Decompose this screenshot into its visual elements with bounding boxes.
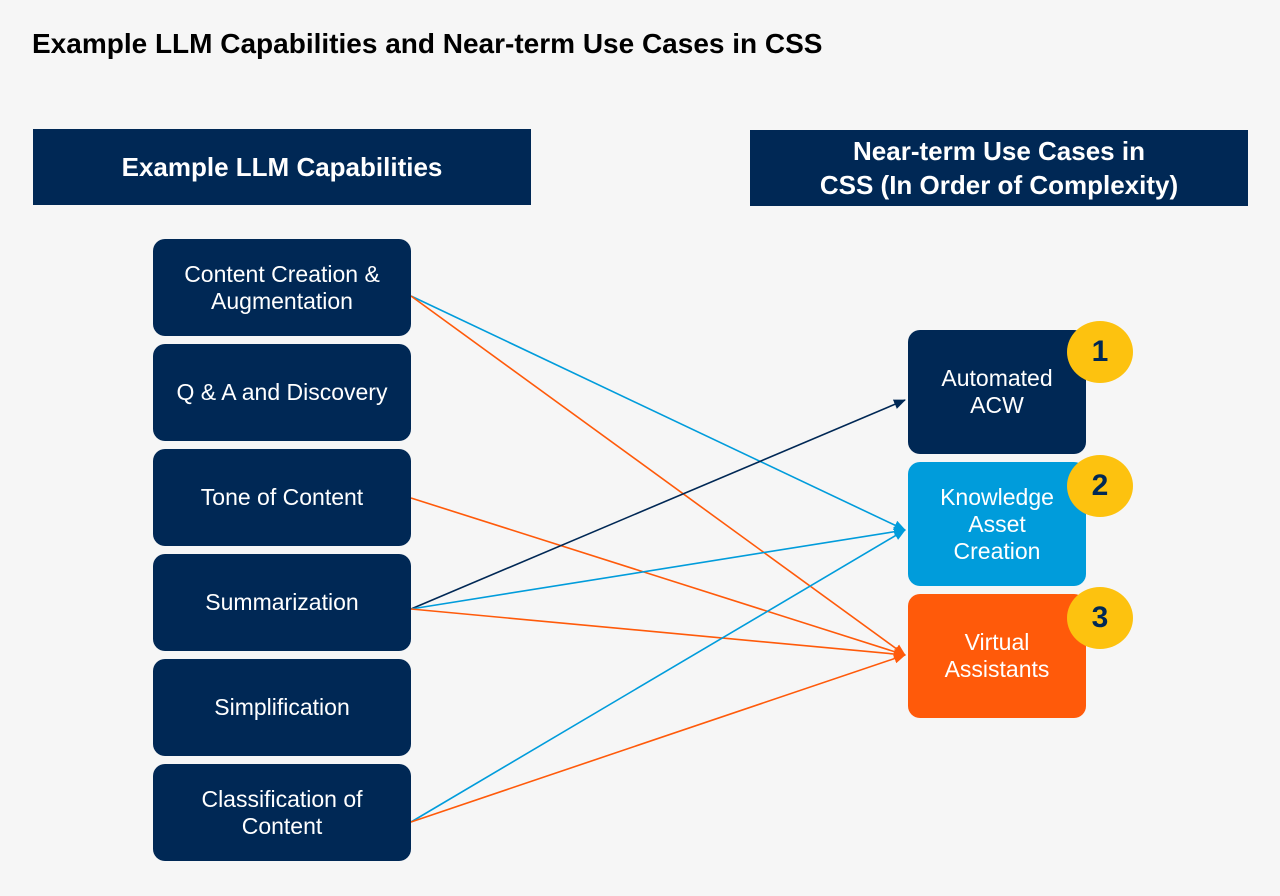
capabilities-header: Example LLM Capabilities bbox=[33, 129, 531, 205]
connector-arrow bbox=[410, 497, 906, 657]
capability-simplification: Simplification bbox=[153, 659, 411, 756]
capability-label-line: Tone of Content bbox=[200, 484, 364, 510]
connector-arrow bbox=[410, 529, 906, 823]
page-title: Example LLM Capabilities and Near-term U… bbox=[32, 28, 823, 59]
capability-summarization: Summarization bbox=[153, 554, 411, 651]
capability-label-line: Classification of bbox=[201, 785, 363, 812]
use-case-label-line: Automated bbox=[941, 365, 1053, 391]
capability-label-line: Content bbox=[241, 812, 323, 839]
capabilities-header-line: Example LLM Capabilities bbox=[121, 152, 443, 182]
capability-qa-discovery: Q & A and Discovery bbox=[153, 344, 411, 441]
capability-content-creation: Content Creation & Augmentation bbox=[153, 239, 411, 336]
use-case-virtual-assistants: Virtual Assistants bbox=[908, 594, 1086, 718]
use-case-label-line: Assistants bbox=[944, 656, 1050, 682]
use-case-label-line: Knowledge bbox=[940, 483, 1054, 510]
connector-arrow bbox=[410, 608, 906, 659]
use-case-label-line: Asset bbox=[968, 510, 1026, 537]
use-case-knowledge-asset: Knowledge Asset Creation bbox=[908, 462, 1086, 586]
capability-tone-of-content: Tone of Content bbox=[153, 449, 411, 546]
complexity-badge-1: 1 bbox=[1067, 321, 1133, 383]
connector-arrow bbox=[410, 653, 906, 823]
capability-label-line: Summarization bbox=[205, 589, 359, 615]
capability-label-line: Augmentation bbox=[211, 287, 353, 314]
use-case-label-line: ACW bbox=[970, 392, 1024, 418]
complexity-badge-3: 3 bbox=[1067, 587, 1133, 649]
use-case-automated-acw: Automated ACW bbox=[908, 330, 1086, 454]
capability-label-line: Q & A and Discovery bbox=[176, 379, 388, 405]
connector-arrow bbox=[410, 295, 906, 656]
capability-classification: Classification of Content bbox=[153, 764, 411, 861]
complexity-badge-2: 2 bbox=[1067, 455, 1133, 517]
use-cases-header-line-1: Near-term Use Cases in bbox=[853, 136, 1145, 166]
capability-label-line: Content Creation & bbox=[184, 260, 380, 287]
use-cases-header-line-2: CSS (In Order of Complexity) bbox=[819, 170, 1179, 200]
capability-label-line: Simplification bbox=[214, 694, 350, 720]
use-case-label-line: Creation bbox=[953, 537, 1041, 564]
connector-arrow bbox=[410, 399, 906, 610]
connector-arrow bbox=[410, 295, 906, 531]
connector-arrow bbox=[410, 526, 906, 610]
use-cases-header: Near-term Use Cases in CSS (In Order of … bbox=[750, 130, 1248, 206]
use-case-label-line: Virtual bbox=[964, 629, 1030, 655]
